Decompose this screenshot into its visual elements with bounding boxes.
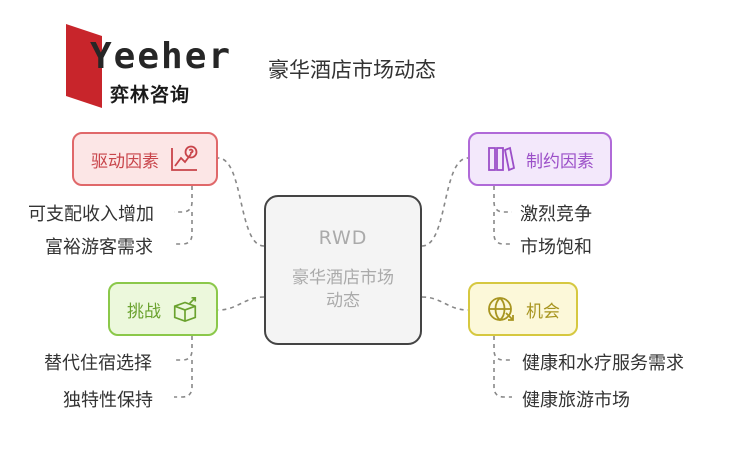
challenges-item-1: 替代住宿选择 bbox=[44, 353, 152, 374]
center-node: RWD 豪华酒店市场动态 bbox=[264, 195, 422, 345]
box-arrow-icon bbox=[171, 295, 199, 323]
connector-drivers bbox=[217, 157, 265, 247]
brand-logo: Yeeher 弈林咨询 bbox=[62, 24, 230, 108]
connector-challenges bbox=[217, 296, 265, 311]
globe-icon bbox=[486, 294, 516, 324]
logo-cn-name: 弈林咨询 bbox=[110, 84, 191, 106]
drivers-node: 驱动因素 bbox=[72, 132, 218, 186]
challenges-item-2: 独特性保持 bbox=[63, 390, 153, 411]
chart-question-icon bbox=[169, 144, 199, 174]
center-label: 豪华酒店市场动态 bbox=[292, 268, 394, 311]
logo-wordmark: Yeeher bbox=[90, 36, 233, 77]
challenges-node: 挑战 bbox=[108, 282, 218, 336]
page-title: 豪华酒店市场动态 bbox=[268, 58, 436, 82]
drivers-item-1: 可支配收入增加 bbox=[28, 204, 154, 225]
opportunities-item-1: 健康和水疗服务需求 bbox=[522, 353, 684, 374]
drivers-item-2: 富裕游客需求 bbox=[45, 237, 153, 258]
constraints-item-1: 激烈竞争 bbox=[520, 204, 592, 225]
constraints-node: 制约因素 bbox=[468, 132, 612, 186]
opportunities-node: 机会 bbox=[468, 282, 578, 336]
logo-emblem-icon bbox=[66, 24, 102, 108]
connector-opportunities bbox=[421, 296, 469, 311]
books-icon bbox=[486, 144, 516, 174]
constraints-label: 制约因素 bbox=[526, 151, 594, 172]
opportunities-item-2: 健康旅游市场 bbox=[522, 390, 630, 411]
center-code: RWD bbox=[318, 227, 368, 249]
drivers-label: 驱动因素 bbox=[91, 151, 159, 172]
constraints-item-2: 市场饱和 bbox=[520, 237, 592, 258]
connector-constraints bbox=[421, 157, 469, 247]
opportunities-label: 机会 bbox=[526, 301, 560, 322]
challenges-label: 挑战 bbox=[127, 301, 161, 322]
